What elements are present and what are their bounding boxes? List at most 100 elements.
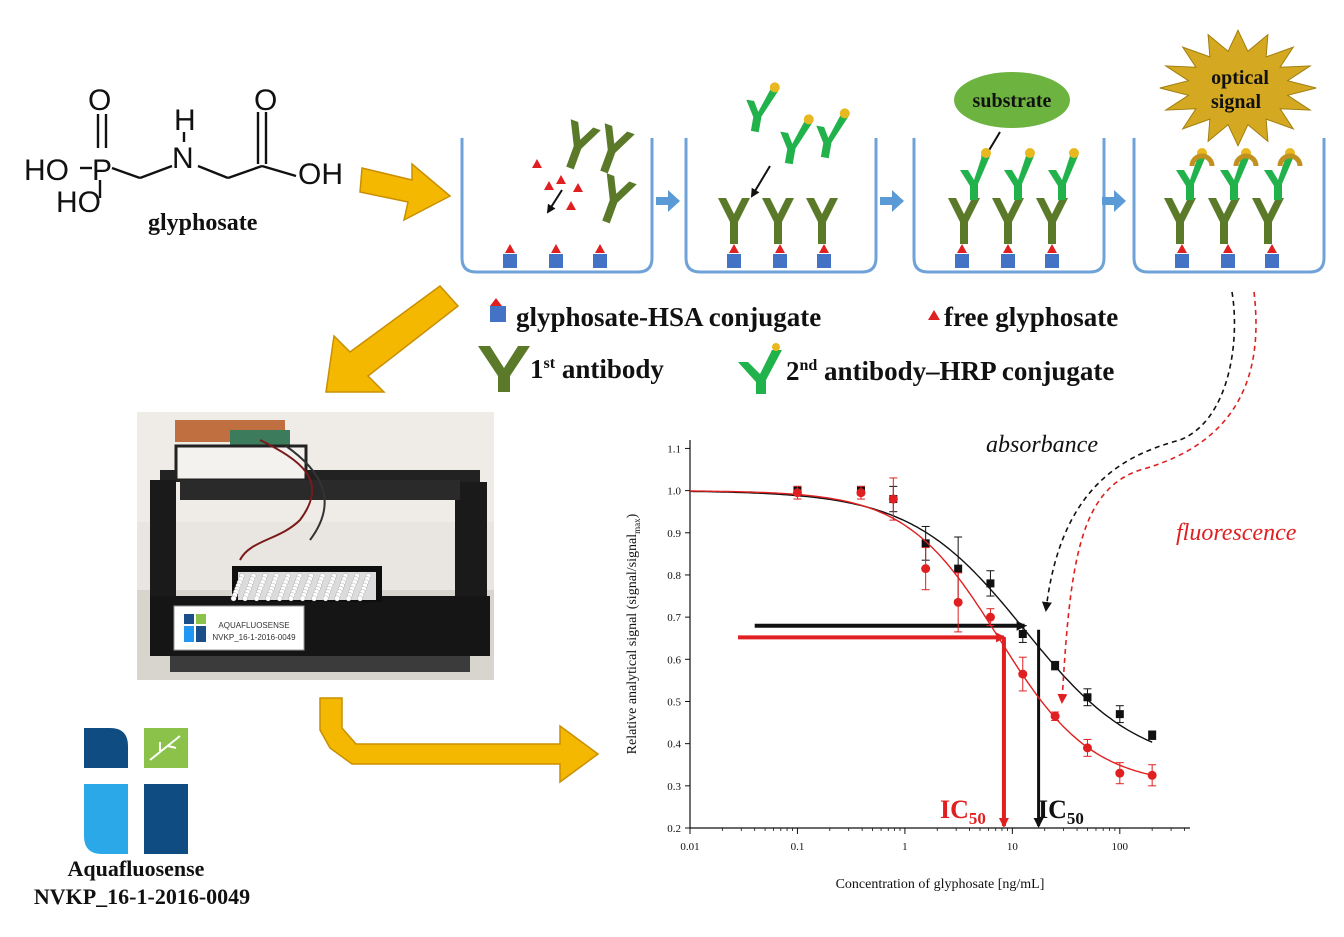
device-photo: AQUAFLUOSENSE NVKP_16-1-2016-0049 xyxy=(137,412,494,680)
plate-well xyxy=(276,595,283,602)
signal-arc xyxy=(1189,153,1215,167)
free-glyphosate xyxy=(556,175,566,184)
atom-ho-left: HO xyxy=(24,154,69,187)
data-point-circle xyxy=(888,494,898,504)
y-tick-label: 1.1 xyxy=(667,443,681,455)
hsa-conjugate xyxy=(503,254,517,268)
step-arrows xyxy=(656,190,1126,212)
legend-first-antibody-icon xyxy=(478,346,530,392)
legend-free-marker xyxy=(928,310,940,320)
plate-well xyxy=(322,595,329,602)
plate-well xyxy=(299,595,306,602)
y-tick-label: 0.2 xyxy=(667,823,681,835)
substrate-label: substrate xyxy=(973,90,1052,112)
data-point-square xyxy=(921,539,930,548)
antibody xyxy=(1208,198,1240,244)
antibody xyxy=(992,198,1024,244)
bound-glyphosate xyxy=(775,244,785,253)
y-axis-label: Relative analytical signal (signal/signa… xyxy=(625,513,642,754)
antibody xyxy=(806,198,838,244)
data-point-circle xyxy=(921,564,931,574)
bound-glyphosate xyxy=(1047,244,1057,253)
antibody xyxy=(948,198,980,244)
legend-free-marker-on-hsa xyxy=(490,298,502,306)
hsa-conjugate xyxy=(727,254,741,268)
bound-glyphosate xyxy=(957,244,967,253)
atom-p: P xyxy=(92,154,112,187)
antibody xyxy=(566,119,601,170)
well-4 xyxy=(1132,138,1326,274)
hsa-conjugate xyxy=(817,254,831,268)
legend-second-antibody-label: 2nd antibody–HRP conjugate xyxy=(786,356,1114,386)
atom-h: H xyxy=(174,104,196,137)
bound-glyphosate xyxy=(819,244,829,253)
antibody xyxy=(600,123,635,174)
secondary-antibody xyxy=(816,108,850,159)
x-tick-label: 100 xyxy=(1112,841,1129,853)
x-axis-label: Concentration of glyphosate [ng/mL] xyxy=(836,877,1045,892)
antibody xyxy=(1164,198,1196,244)
glyphosate-label: glyphosate xyxy=(148,210,258,236)
y-tick-label: 0.5 xyxy=(667,696,681,708)
elisa-wells xyxy=(460,138,1326,274)
data-point-square xyxy=(1051,661,1060,670)
antibody xyxy=(718,198,750,244)
optical-label-line2: signal xyxy=(1211,91,1261,113)
fit-curve-1 xyxy=(690,490,1153,743)
data-point-square xyxy=(986,579,995,588)
y-tick-label: 0.7 xyxy=(667,612,681,624)
legend-free-label: free glyphosate xyxy=(944,302,1118,332)
absorbance-label: absorbance xyxy=(986,432,1098,458)
plate-well xyxy=(288,595,294,602)
legend: glyphosate-HSA conjugate free glyphosate… xyxy=(478,298,1118,394)
aquafluosense-logo xyxy=(84,728,188,854)
substrate-ellipse xyxy=(954,72,1070,128)
project-name: Aquafluosense xyxy=(68,856,205,881)
hsa-conjugate xyxy=(1001,254,1015,268)
signal-arc xyxy=(1277,153,1303,167)
plate-well xyxy=(242,595,248,602)
secondary-antibody xyxy=(960,148,991,200)
gold-arrows xyxy=(319,162,600,784)
data-point-square xyxy=(954,564,963,573)
legend-conjugate-label: glyphosate-HSA conjugate xyxy=(516,302,821,332)
hsa-conjugate xyxy=(1045,254,1059,268)
arrow-wells-to-device xyxy=(325,284,460,393)
well-2 xyxy=(684,138,878,274)
absorbance-dashed-arrow xyxy=(1041,291,1236,612)
hsa-conjugate xyxy=(1221,254,1235,268)
fluorescence-dashed-arrow xyxy=(1057,291,1257,704)
free-glyphosate xyxy=(573,183,583,192)
plate-well xyxy=(265,595,271,602)
hsa-conjugate xyxy=(773,254,787,268)
device-label-sticker xyxy=(173,605,305,651)
y-tick-label: 0.8 xyxy=(667,570,681,582)
data-point-circle xyxy=(985,612,995,622)
free-glyphosate xyxy=(532,159,542,168)
secondary-antibody xyxy=(780,114,814,165)
secondary-antibody xyxy=(1048,148,1079,200)
bound-glyphosate xyxy=(505,244,515,253)
hsa-conjugate xyxy=(1175,254,1189,268)
bound-glyphosate xyxy=(1267,244,1277,253)
antibody xyxy=(762,198,794,244)
y-tick-label: 1.0 xyxy=(667,486,681,498)
data-point-square xyxy=(1115,710,1124,719)
data-point-circle xyxy=(1050,711,1060,721)
x-tick-label: 0.01 xyxy=(680,841,699,853)
well-3 xyxy=(912,138,1106,274)
data-point-circle xyxy=(1018,669,1028,679)
glyphosate-structure xyxy=(80,112,297,198)
plate-well xyxy=(253,595,260,602)
fit-curve-2 xyxy=(690,490,1153,776)
atom-ho-bottom: HO xyxy=(56,186,101,219)
optical-label-line1: optical xyxy=(1211,67,1269,89)
data-point-square xyxy=(1018,630,1027,638)
leaf-icon xyxy=(149,735,181,761)
binding-arrow xyxy=(750,165,771,198)
secondary-antibody xyxy=(746,82,780,133)
bound-glyphosate xyxy=(1003,244,1013,253)
x-tick-label: 0.1 xyxy=(791,841,805,853)
